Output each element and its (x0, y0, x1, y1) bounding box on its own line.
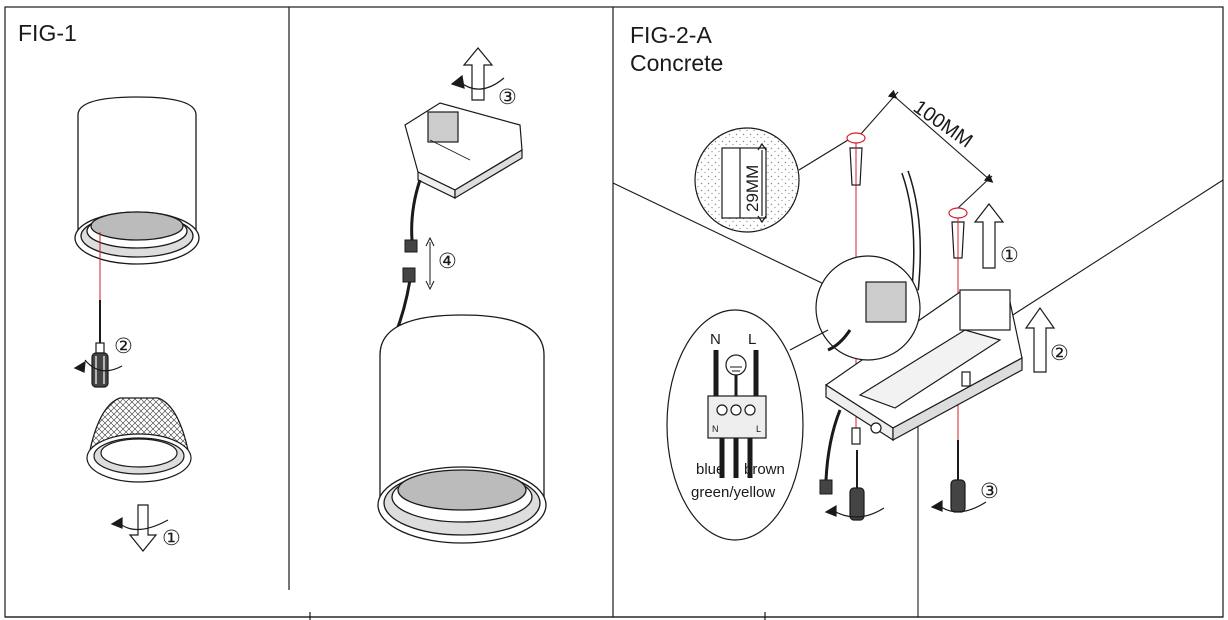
fig2-driver-cable (824, 409, 842, 481)
fig1b-step-3: ③ (498, 86, 517, 109)
fig2-concrete-detail (694, 127, 849, 233)
fig2-screwdriver-right (930, 440, 987, 513)
fig2-step-2: ② (1050, 342, 1069, 365)
fig1-step-1: ① (162, 527, 181, 550)
fig1b-connect-arrow (425, 236, 435, 291)
fig1b-rotate-arrow (450, 47, 505, 101)
fig1b-step-4: ④ (438, 250, 457, 273)
fig1-title: FIG-1 (18, 20, 77, 46)
fig2-wall-anchors (846, 132, 968, 259)
wiring-label-brown: brown (744, 461, 785, 478)
fig2-terminal-zoom (815, 255, 921, 361)
fig2-spacing-dimension (859, 89, 994, 209)
fig1-downlight (74, 96, 200, 265)
fig1-lens-module (86, 397, 192, 483)
fig2-plug (819, 479, 833, 495)
fig2-depth-label: 29MM (743, 165, 762, 212)
fig2-up-arrow-1 (973, 203, 1005, 269)
fig2-step-3: ③ (980, 480, 999, 503)
fig2-subtitle: Concrete (630, 50, 724, 76)
wiring-label-l: L (748, 331, 756, 348)
fig1-step-2: ② (114, 335, 133, 358)
fig1b-driver-box (404, 102, 523, 200)
wiring-terminal-n: N (712, 424, 719, 434)
fig2-spacing-label: 100MM (909, 96, 976, 152)
fig2-step-1: ① (1000, 244, 1019, 267)
fig2-wiring-callout (666, 309, 829, 541)
fig1b-connector (402, 239, 418, 283)
wiring-label-n: N (710, 331, 721, 348)
fig1b-cable (393, 179, 422, 336)
fig1-screwdriver (73, 300, 123, 388)
fig1b-downlight (377, 314, 547, 544)
fig1-rotate-arrow (110, 504, 169, 552)
panel-borders (4, 6, 1224, 620)
fig2-screwdriver-left (824, 450, 885, 521)
fig2-mounting-base (824, 289, 1023, 442)
fig2-title: FIG-2-A (630, 22, 712, 48)
fig2-up-arrow-2 (1024, 306, 1056, 373)
wiring-label-green-yellow: green/yellow (691, 484, 775, 501)
fig2-screws (851, 371, 971, 445)
wiring-label-blue: blue (696, 461, 724, 478)
wiring-terminal-l: L (756, 424, 761, 434)
